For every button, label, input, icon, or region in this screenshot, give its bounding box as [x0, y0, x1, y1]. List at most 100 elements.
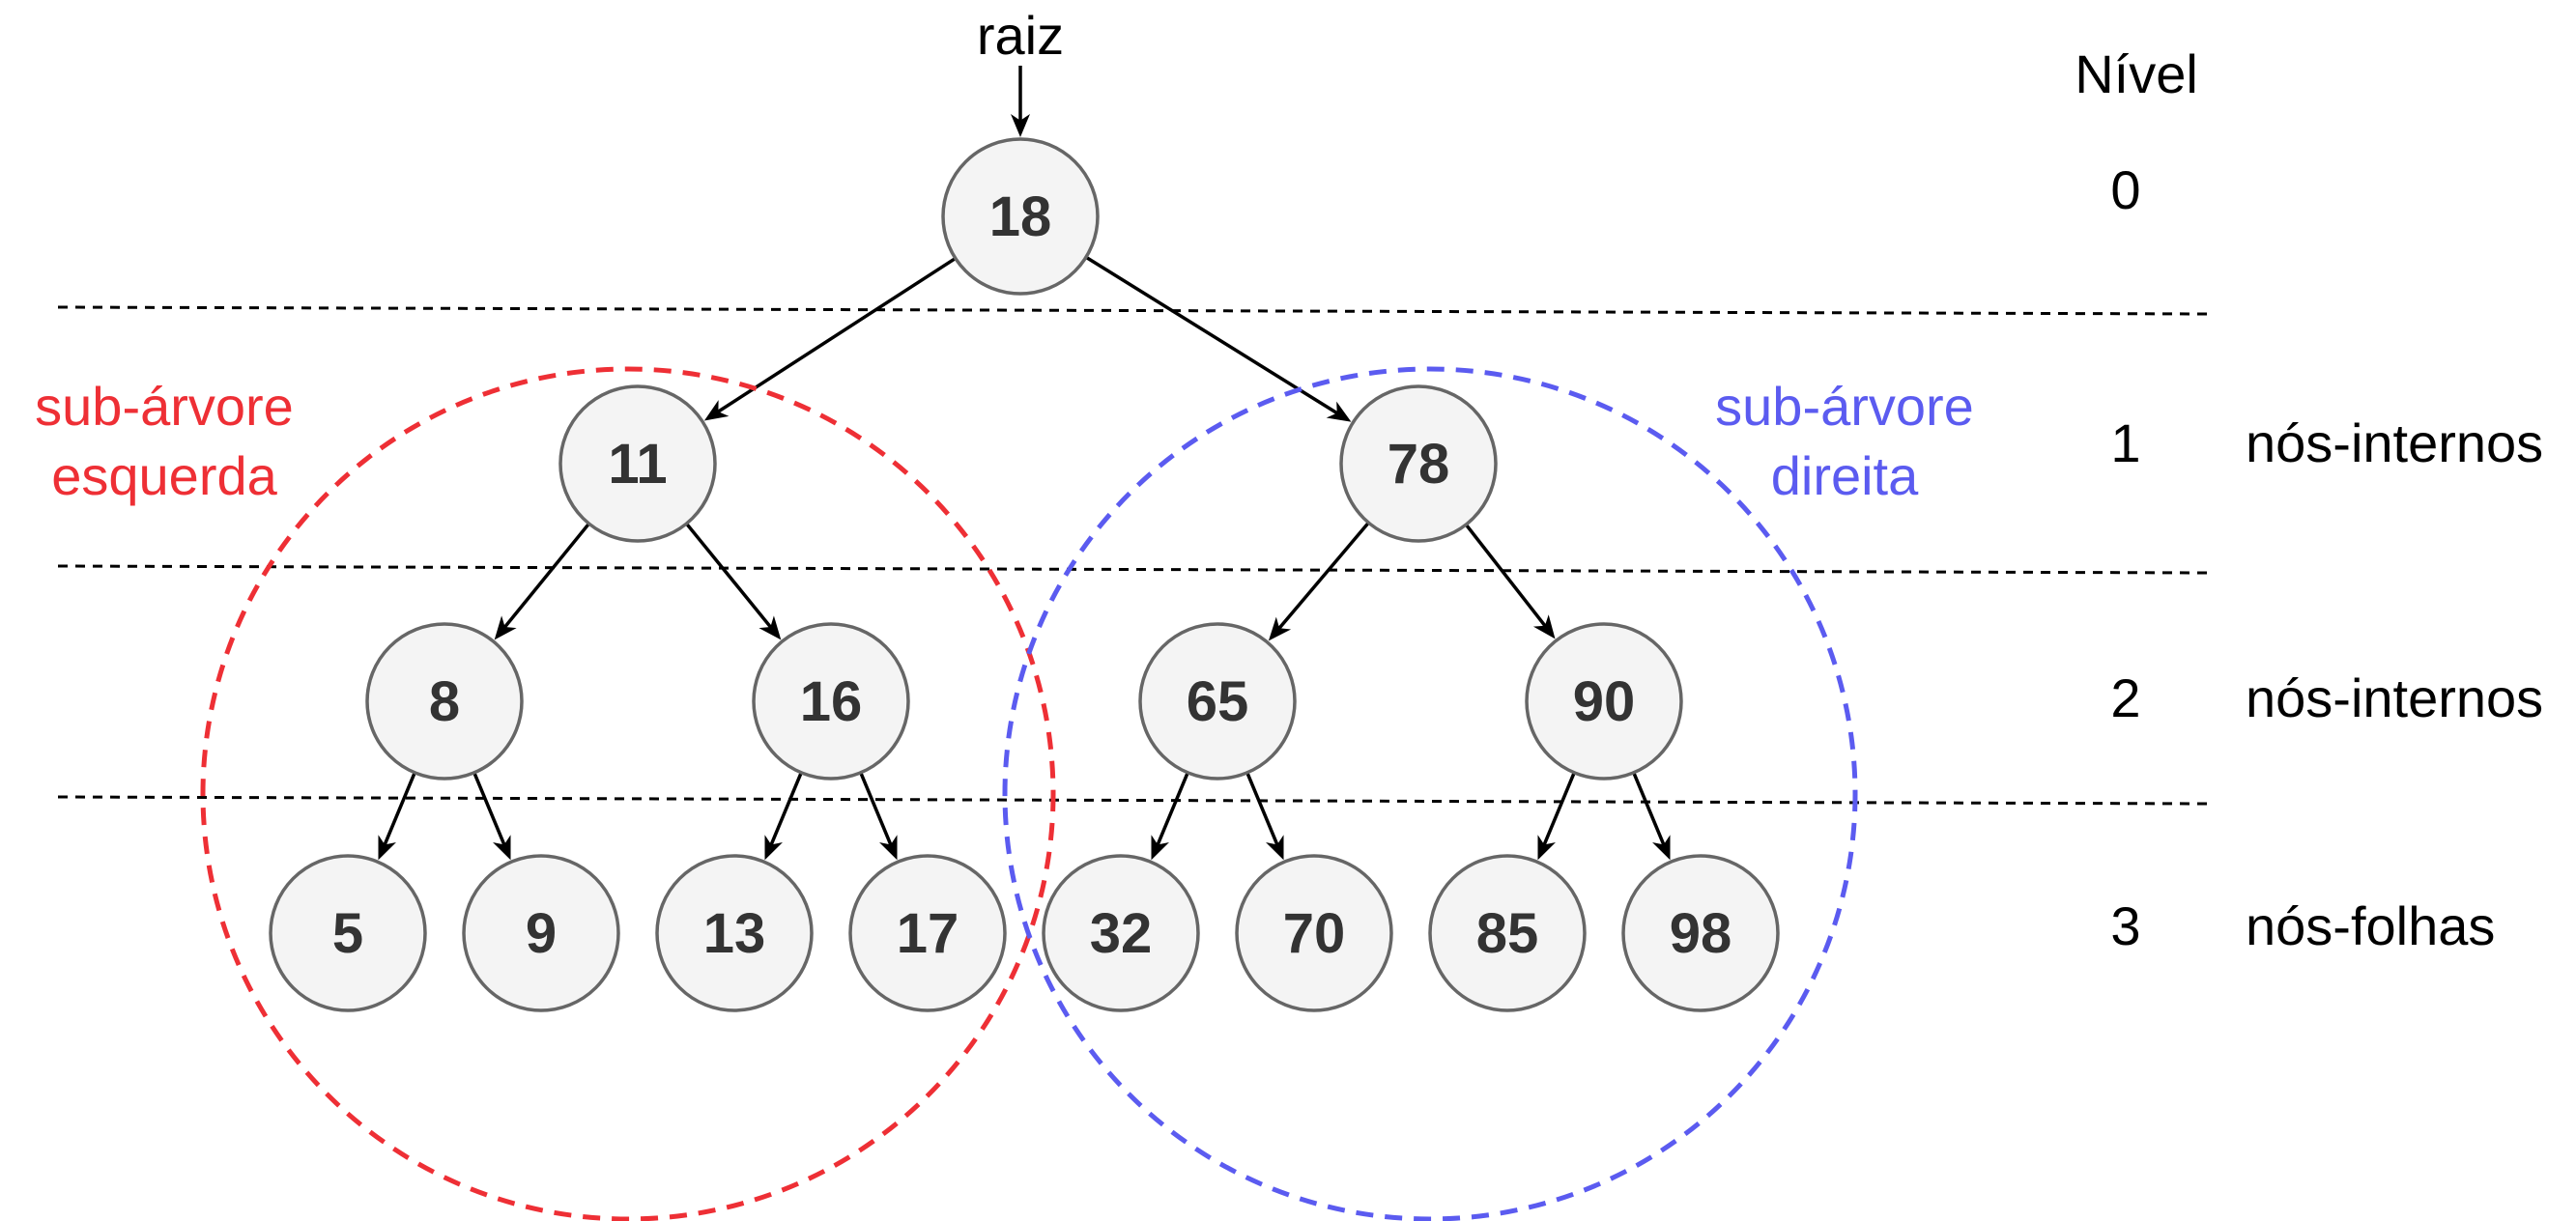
edge-line: [709, 256, 957, 418]
level-node-type: nós-internos: [2246, 667, 2543, 728]
edge-line: [1272, 521, 1370, 637]
node-circle: [752, 622, 910, 781]
tree-node-18: 18: [941, 137, 1100, 296]
node-value: 78: [1388, 433, 1450, 496]
edge-65-70: [1245, 772, 1284, 861]
node-value: 32: [1090, 902, 1153, 965]
tree-node-17: 17: [848, 854, 1007, 1012]
node-value: 98: [1670, 902, 1732, 965]
node-circle: [1428, 854, 1587, 1012]
edge-arrow-head: [494, 615, 517, 640]
edge-arrow-head: [1537, 835, 1556, 861]
left-subtree-outline: [200, 366, 1056, 1221]
level-divider-2-3: [57, 795, 2208, 806]
node-circle: [269, 854, 427, 1012]
tree-node-11: 11: [558, 384, 717, 543]
level-number: 1: [2110, 412, 2140, 473]
edge-78-65: [1268, 521, 1370, 641]
node-circle: [848, 854, 1007, 1012]
node-circle: [462, 854, 620, 1012]
edge-arrow-head: [758, 615, 782, 640]
tree-node-5: 5: [269, 854, 427, 1012]
node-circle: [655, 854, 814, 1012]
edge-line: [1632, 772, 1670, 854]
tree-edges: [378, 255, 1671, 861]
edge-78-90: [1464, 523, 1556, 639]
subtree-regions: [200, 366, 1858, 1221]
tree-node-13: 13: [655, 854, 814, 1012]
edge-line: [1245, 772, 1283, 854]
node-value: 85: [1476, 902, 1539, 965]
left-subtree-label-line2: esquerda: [51, 445, 277, 506]
tree-node-32: 32: [1042, 854, 1200, 1012]
right-subtree-outline: [1002, 366, 1858, 1221]
node-value: 17: [897, 902, 959, 965]
edge-16-13: [764, 772, 803, 861]
edge-line: [1538, 772, 1576, 854]
level-node-type: nós-internos: [2246, 412, 2543, 473]
node-circle: [1525, 622, 1683, 781]
edge-16-17: [859, 772, 898, 861]
tree-node-9: 9: [462, 854, 620, 1012]
node-value: 13: [703, 902, 766, 965]
edge-11-16: [685, 522, 782, 640]
edge-8-5: [378, 772, 416, 861]
edge-11-8: [494, 522, 590, 640]
node-value: 9: [526, 902, 557, 965]
tree-nodes: 18 11 78 8 16 65 90 5 9 13 17 32 70 85 98: [269, 137, 1780, 1012]
node-value: 18: [989, 185, 1052, 248]
edge-arrow-head: [1268, 616, 1292, 641]
edge-90-85: [1537, 772, 1576, 861]
node-circle: [558, 384, 717, 543]
edge-arrow-head: [1532, 614, 1556, 639]
edge-arrow-head: [703, 400, 730, 421]
node-circle: [1339, 384, 1498, 543]
edge-arrow-head: [1151, 835, 1169, 861]
edge-18-11: [703, 256, 957, 421]
tree-node-85: 85: [1428, 854, 1587, 1012]
level-node-type: nós-folhas: [2246, 895, 2495, 956]
level-number: 3: [2110, 895, 2140, 956]
tree-node-65: 65: [1138, 622, 1297, 781]
node-circle: [1621, 854, 1780, 1012]
tree-node-16: 16: [752, 622, 910, 781]
edge-arrow-head: [1266, 835, 1284, 861]
edge-line: [685, 522, 778, 636]
level-number: 2: [2110, 667, 2140, 728]
node-value: 8: [429, 670, 460, 733]
node-value: 70: [1283, 902, 1346, 965]
edge-line: [1152, 772, 1189, 854]
tree-node-78: 78: [1339, 384, 1498, 543]
level-header: Nível: [2075, 43, 2198, 104]
node-circle: [1042, 854, 1200, 1012]
edge-arrow-head: [1326, 401, 1352, 422]
left-subtree-label-line1: sub-árvore: [35, 376, 294, 437]
edge-18-78: [1085, 255, 1352, 422]
level-divider-1-2: [57, 564, 2208, 575]
edge-line: [498, 522, 590, 636]
edge-arrow-head: [879, 835, 898, 861]
edge-line: [765, 772, 803, 854]
node-value: 16: [800, 670, 863, 733]
edge-line: [1464, 523, 1553, 635]
edge-line: [472, 772, 510, 854]
level-number: 0: [2110, 159, 2140, 220]
tree-node-98: 98: [1621, 854, 1780, 1012]
node-circle: [1138, 622, 1297, 781]
root-arrow-head: [1011, 114, 1030, 137]
edge-arrow-head: [764, 835, 783, 861]
node-circle: [1235, 854, 1393, 1012]
edge-8-9: [472, 772, 511, 861]
right-subtree-label-line2: direita: [1771, 445, 1919, 506]
root-arrow: [1011, 66, 1030, 137]
tree-node-8: 8: [365, 622, 524, 781]
node-value: 90: [1573, 670, 1636, 733]
edge-arrow-head: [378, 835, 396, 861]
node-value: 65: [1187, 670, 1249, 733]
edge-line: [380, 772, 416, 854]
edge-line: [1085, 255, 1346, 419]
node-value: 5: [332, 902, 363, 965]
edge-90-98: [1632, 772, 1671, 861]
